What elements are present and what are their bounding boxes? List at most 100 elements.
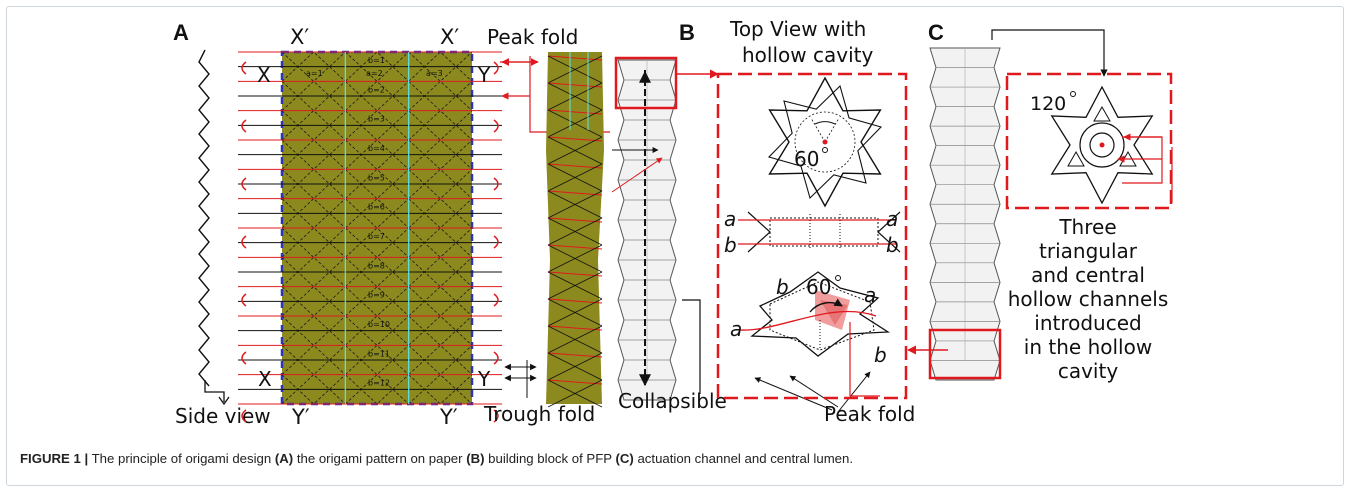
crease-line xyxy=(345,139,409,170)
strip-red-line xyxy=(547,217,603,223)
fold-arrow xyxy=(241,293,247,307)
tube-highlight-top xyxy=(614,56,678,110)
crease-line xyxy=(408,80,473,112)
caption-text: the origami pattern on paper xyxy=(293,451,467,466)
crease-line xyxy=(408,227,473,258)
center-dot xyxy=(822,139,828,145)
caption-key-c: (C) xyxy=(615,451,634,466)
angle-ray xyxy=(824,117,840,143)
fold-arrow xyxy=(493,119,499,133)
crease-line xyxy=(408,168,473,200)
crease-line xyxy=(281,256,346,288)
angle-ray xyxy=(810,117,826,143)
strip-red-line xyxy=(547,55,603,61)
crease-line xyxy=(281,80,346,112)
strip-red-line xyxy=(547,190,603,196)
desc-line: in the hollow xyxy=(1024,335,1152,359)
triangular-channel xyxy=(1093,105,1111,122)
crease-line xyxy=(408,110,473,141)
desc-line: and central xyxy=(1031,263,1145,287)
strip-red-line xyxy=(547,82,603,88)
folded-strip xyxy=(546,52,604,408)
crease-line xyxy=(345,344,409,376)
collapsible-label: Collapsible xyxy=(618,389,727,413)
desc-line: hollow channels xyxy=(1008,287,1169,311)
crease-line xyxy=(408,286,473,317)
desc-line: introduced xyxy=(1034,311,1141,335)
label-b-low-left: b xyxy=(776,275,789,299)
row-label: b=1 xyxy=(368,56,385,65)
strip-diagonal xyxy=(547,163,603,192)
caption-text: actuation channel and central lumen. xyxy=(633,451,854,466)
angle-60-side: 60 xyxy=(806,275,831,299)
pfp-tube xyxy=(617,59,677,401)
crease-line xyxy=(345,198,409,229)
label-a-low-left: a xyxy=(730,317,742,341)
label-b-low-right: b xyxy=(874,343,887,367)
y-label-bottom: Y xyxy=(477,367,491,391)
desc-line: triangular xyxy=(1039,239,1138,263)
section-view xyxy=(738,211,901,253)
origami-sheet xyxy=(238,50,502,406)
star-outline xyxy=(1050,85,1154,205)
strip-red-line xyxy=(547,136,603,142)
crease-line xyxy=(408,374,473,405)
trough-fold-label: Trough fold xyxy=(483,402,595,426)
caption-text: building block of PFP xyxy=(484,451,616,466)
strip-red-line xyxy=(547,298,603,304)
label-a-right: a xyxy=(886,207,898,231)
peak-fold-top-label: Peak fold xyxy=(487,25,578,49)
crease-line xyxy=(281,315,346,346)
perspective-star xyxy=(739,271,891,397)
x-prime-right: X′ xyxy=(440,25,459,49)
fold-arrow xyxy=(493,409,499,423)
col-label: a=3 xyxy=(426,69,443,78)
row-label: b=11 xyxy=(368,349,390,358)
panel-b-box xyxy=(716,72,908,400)
fold-arrow xyxy=(241,409,247,423)
strip-red-line xyxy=(547,163,603,169)
panel-c-box xyxy=(1005,72,1173,210)
caption-key-a: (A) xyxy=(274,451,294,466)
crease-line xyxy=(408,315,473,346)
row-label: b=12 xyxy=(368,379,390,388)
crease-line xyxy=(408,139,473,170)
figure-caption: FIGURE 1 | The principle of origami desi… xyxy=(20,451,853,466)
strip-diagonal xyxy=(547,379,603,408)
crease-line xyxy=(345,315,409,346)
central-lumen xyxy=(1089,132,1115,158)
y-prime-right: Y′ xyxy=(439,405,458,429)
crease-line xyxy=(408,256,473,288)
panel-a-label: A xyxy=(173,20,189,45)
strip-red-line xyxy=(547,325,603,331)
crease-line xyxy=(281,110,346,141)
crease-line xyxy=(408,344,473,376)
crease-line xyxy=(345,286,409,317)
fold-arrow xyxy=(493,61,499,75)
strip-red-line xyxy=(547,271,603,277)
fold-arrow xyxy=(493,235,499,249)
y-label-top: Y xyxy=(477,63,491,87)
strip-red-line xyxy=(547,352,603,358)
caption-prefix: FIGURE 1 | xyxy=(20,451,89,466)
star-inner xyxy=(767,84,883,200)
fold-arrow xyxy=(241,235,247,249)
caption-key-b: (B) xyxy=(466,451,485,466)
fold-arrow xyxy=(493,351,499,365)
panel-b-label: B xyxy=(679,20,695,45)
strip-red-line xyxy=(547,109,603,115)
row-label: b=9 xyxy=(368,291,385,300)
row-label: b=4 xyxy=(368,144,385,153)
panel-b-title-1: Top View with xyxy=(729,17,866,41)
strip-red-line xyxy=(547,244,603,250)
strip-diagonal xyxy=(547,190,603,219)
side-view-pointer xyxy=(204,380,225,402)
crease-line xyxy=(408,51,473,82)
actuation-tube xyxy=(929,47,1001,381)
star-outline xyxy=(768,76,882,208)
strip-diagonal xyxy=(547,352,603,381)
row-label: b=10 xyxy=(368,320,390,329)
label-b-left: b xyxy=(724,233,737,257)
strip-diagonal xyxy=(547,217,603,246)
crease-line xyxy=(345,256,409,288)
